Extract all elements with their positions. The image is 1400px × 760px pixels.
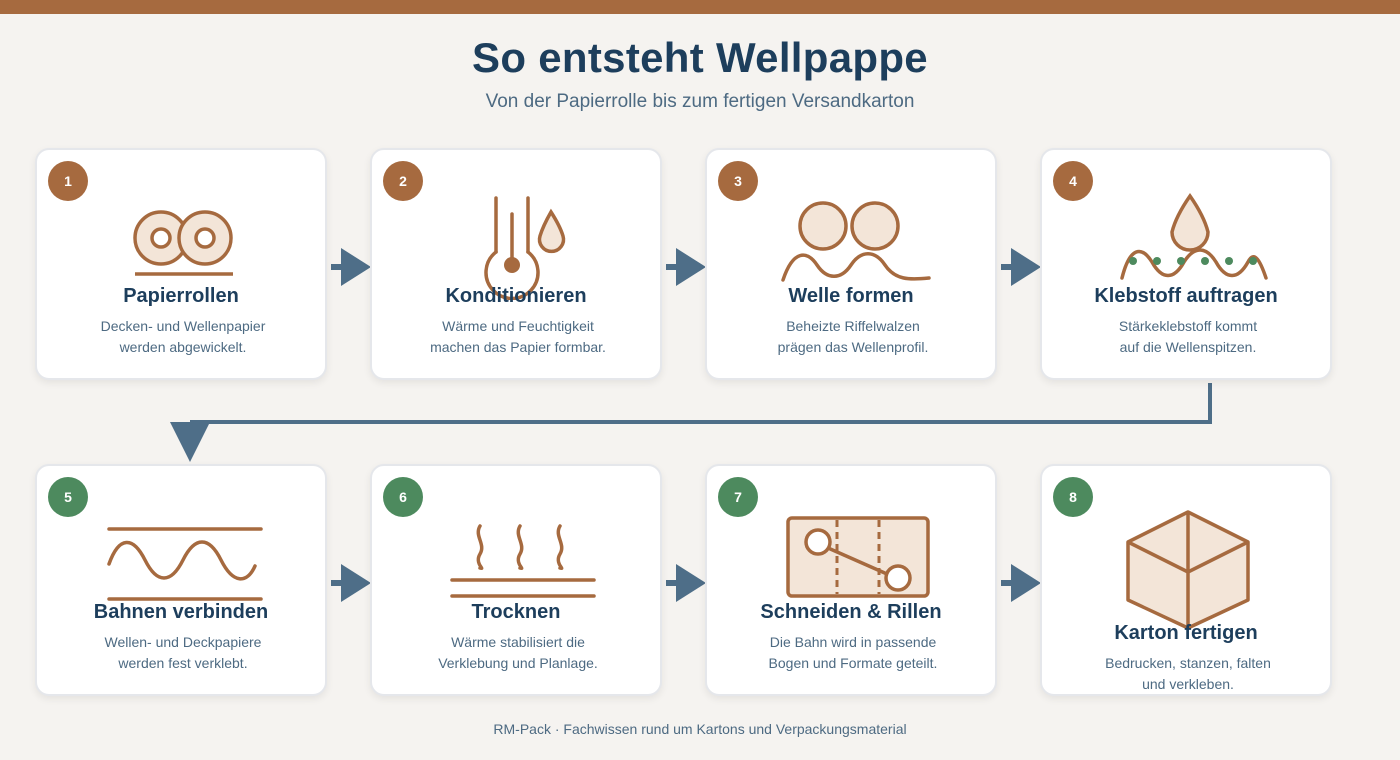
step-card-2: 2 Konditionieren Wärme und Feuchtigkeit … xyxy=(370,148,662,380)
step-description-line-2: werden abgewickelt. xyxy=(119,339,247,355)
arrow-3-4 xyxy=(1011,248,1041,286)
drying-steam-icon xyxy=(450,524,596,598)
step-description-line-1: Beheizte Riffelwalzen xyxy=(786,318,920,334)
step-description-line-1: Wärme stabilisiert die xyxy=(451,634,585,650)
step-number-badge: 5 xyxy=(48,477,88,517)
step-description-line-1: Stärkeklebstoff kommt xyxy=(1118,318,1258,334)
arrow-2-3 xyxy=(676,248,706,286)
cutting-scissors-icon xyxy=(786,516,930,598)
step-title: Papierrollen xyxy=(123,285,239,307)
step-title: Bahnen verbinden xyxy=(93,601,269,623)
paper-rolls-icon xyxy=(133,210,233,276)
arrow-4-5 xyxy=(170,422,210,462)
box-icon xyxy=(1126,510,1250,630)
footer-text: RM-Pack · Fachwissen rund um Kartons und… xyxy=(493,721,907,737)
step-card-3: 3 Welle formen Beheizte Riffelwalzen prä… xyxy=(705,148,997,380)
glue-drop-wave-icon xyxy=(1120,192,1268,280)
page-subtitle: Von der Papierrolle bis zum fertigen Ver… xyxy=(485,91,915,112)
board-layers-icon xyxy=(107,527,263,601)
arrow-5-6 xyxy=(341,564,371,602)
step-number-badge: 2 xyxy=(383,161,423,201)
step-description-line-1: Decken- und Wellenpapier xyxy=(100,318,266,334)
step-number-badge: 6 xyxy=(383,477,423,517)
step-title: Trocknen xyxy=(471,601,561,623)
step-description-line-2: machen das Papier formbar. xyxy=(430,339,606,355)
step-number-badge: 1 xyxy=(48,161,88,201)
step-card-7: 7 Schneiden & Rillen Die Bahn wird in pa… xyxy=(705,464,997,696)
arrow-6-7 xyxy=(676,564,706,602)
step-number-badge: 4 xyxy=(1053,161,1093,201)
step-description-line-1: Wellen- und Deckpapiere xyxy=(104,634,262,650)
step-description-line-1: Wärme und Feuchtigkeit xyxy=(442,318,594,334)
row-wrap-line xyxy=(190,383,1212,424)
page-title: So entsteht Wellpappe xyxy=(472,34,928,81)
step-description-line-2: und verkleben. xyxy=(1142,676,1234,692)
step-title: Schneiden & Rillen xyxy=(760,601,942,623)
step-title: Karton fertigen xyxy=(1114,622,1258,644)
step-title: Konditionieren xyxy=(445,285,587,307)
step-description-line-1: Bedrucken, stanzen, falten xyxy=(1105,655,1271,671)
step-description-line-2: prägen das Wellenprofil. xyxy=(777,339,929,355)
step-number-badge: 7 xyxy=(718,477,758,517)
step-description-line-2: Bogen und Formate geteilt. xyxy=(768,655,938,671)
step-card-8: 8 Karton fertigen Bedrucken, stanzen, fa… xyxy=(1040,464,1332,696)
step-title: Klebstoff auftragen xyxy=(1094,285,1278,307)
step-description-line-2: Verklebung und Planlage. xyxy=(438,655,598,671)
arrow-1-2 xyxy=(341,248,371,286)
top-accent-bar xyxy=(0,0,1400,14)
step-description-line-2: werden fest verklebt. xyxy=(118,655,248,671)
step-number-badge: 3 xyxy=(718,161,758,201)
corrugating-rollers-icon xyxy=(781,201,931,282)
step-title: Welle formen xyxy=(788,285,914,307)
step-card-4: 4 Klebstoff auftragen Stärkeklebstoff ko… xyxy=(1040,148,1332,380)
step-card-5: 5 Bahnen verbinden Wellen- und Deckpapie… xyxy=(35,464,327,696)
step-card-6: 6 Trocknen Wärme stabilisiert die Verkle… xyxy=(370,464,662,696)
step-description-line-1: Die Bahn wird in passende xyxy=(769,634,937,650)
step-number-badge: 8 xyxy=(1053,477,1093,517)
step-card-1: 1 Papierrollen Decken- und Wellenpapier … xyxy=(35,148,327,380)
step-description-line-2: auf die Wellenspitzen. xyxy=(1119,339,1257,355)
arrow-7-8 xyxy=(1011,564,1041,602)
thermometer-droplet-icon xyxy=(484,196,566,300)
